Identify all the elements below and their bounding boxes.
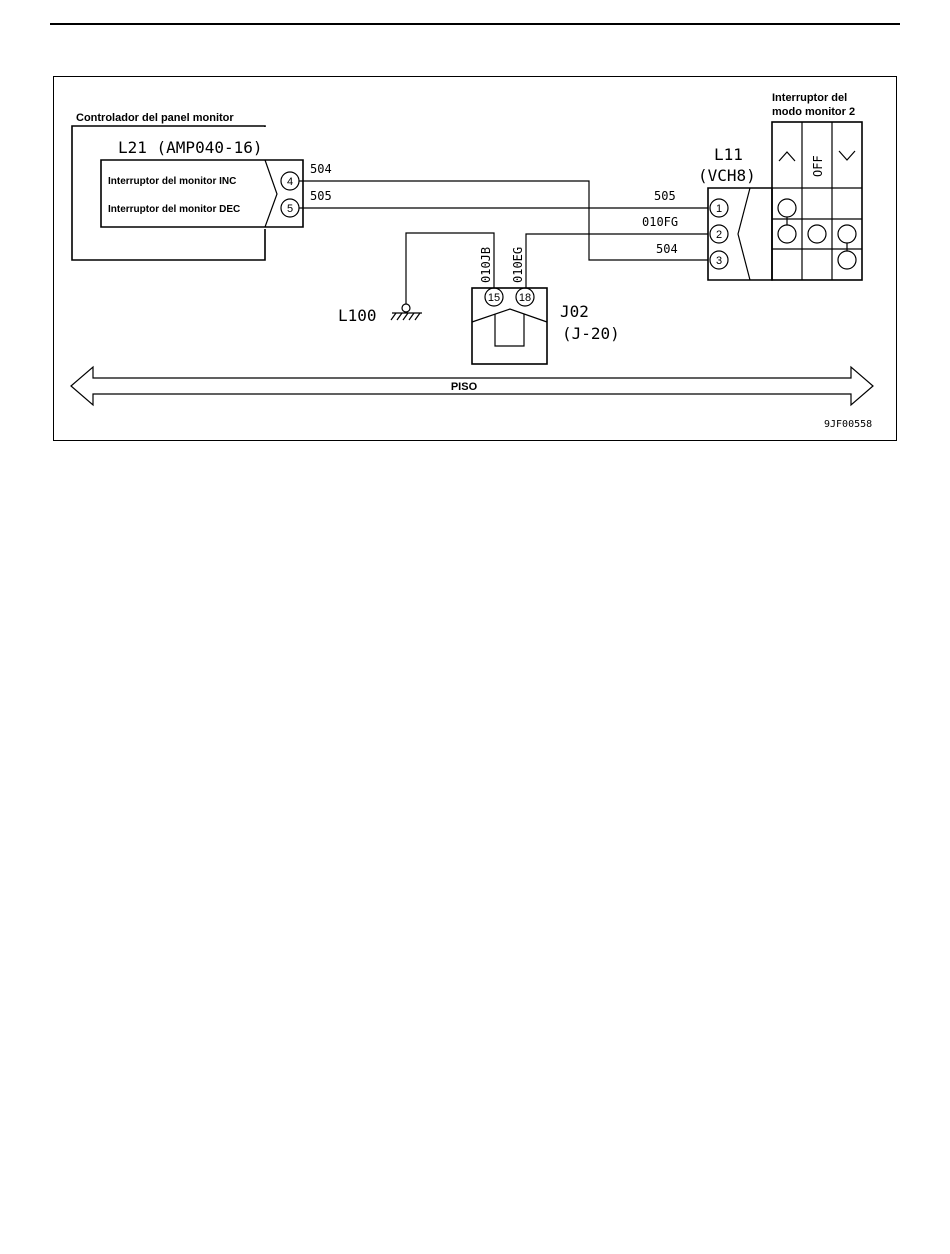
junction-sub: (J-20) (562, 324, 620, 343)
switch-pin-3-label: 3 (716, 255, 722, 267)
switch-connector-line1: L11 (714, 145, 743, 164)
figure-id: 9JF00558 (824, 419, 872, 430)
junction-box (472, 288, 547, 364)
chevron-up-icon (779, 152, 795, 161)
ground-label: L100 (338, 306, 377, 325)
switch-pin-2-label: 2 (716, 229, 722, 241)
controller-signal-inc: Interruptor del monitor INC (108, 176, 236, 187)
controller-connector-chevron (265, 160, 277, 227)
wire-label-505-right: 505 (654, 189, 676, 203)
switch-connector-chevron (738, 188, 750, 280)
switch-title-line1: Interruptor del (772, 92, 847, 104)
switch-contacts (778, 199, 856, 269)
ground-icon (391, 304, 422, 320)
wire-label-010JB: 010JB (479, 247, 493, 283)
controller-connector-box (101, 160, 303, 227)
controller-connector-label: L21 (AMP040-16) (118, 138, 263, 157)
switch-title-line2: modo monitor 2 (772, 106, 855, 118)
wire-label-010FG: 010FG (642, 215, 678, 229)
wire-010EG-010FG (526, 234, 708, 288)
controller-signal-dec: Interruptor del monitor DEC (108, 204, 240, 215)
controller-pin-5-label: 5 (287, 203, 293, 215)
junction-slot (495, 314, 524, 346)
wire-label-010EG: 010EG (511, 247, 525, 283)
controller-pin-4-label: 4 (287, 176, 293, 188)
junction-pin-15-label: 15 (488, 292, 500, 304)
chevron-down-icon (839, 151, 855, 160)
switch-connector-line2: (VCH8) (698, 166, 756, 185)
switch-position-grid (772, 122, 862, 280)
junction-name: J02 (560, 302, 589, 321)
floor-label: PISO (451, 381, 478, 393)
wire-label-505-left: 505 (310, 189, 332, 203)
junction-roof (472, 309, 547, 322)
switch-off-label: OFF (811, 155, 825, 177)
wire-label-504-right: 504 (656, 242, 678, 256)
junction-pin-18-label: 18 (519, 292, 531, 304)
switch-pin-1-label: 1 (716, 203, 722, 215)
wire-label-504-left: 504 (310, 162, 332, 176)
controller-title: Controlador del panel monitor (76, 112, 234, 124)
